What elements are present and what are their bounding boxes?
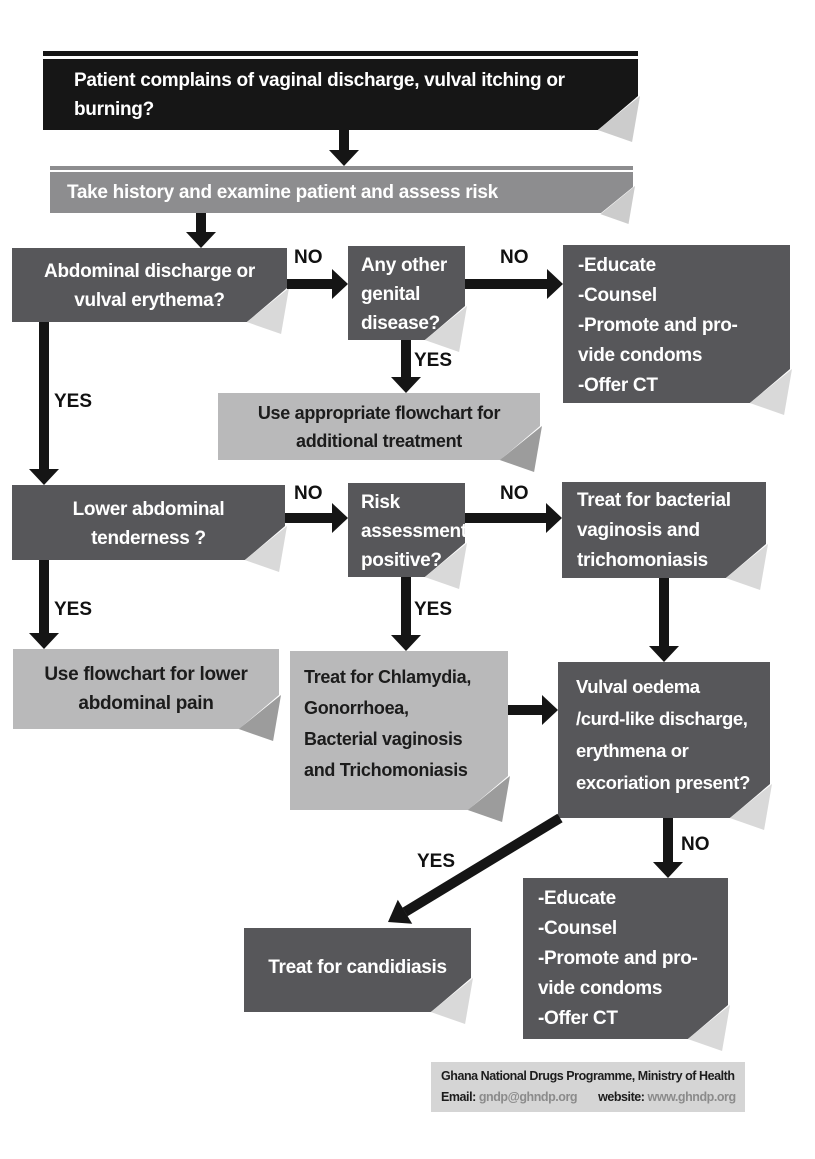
action-use-lower-abdominal-flowchart: Use flowchart for lower abdominal pain bbox=[13, 649, 281, 741]
text-line: Take history and examine patient and ass… bbox=[67, 182, 498, 203]
branch-label-no: NO bbox=[294, 483, 323, 504]
text-line: /curd-like discharge, bbox=[576, 708, 748, 729]
branch-label-no: NO bbox=[500, 483, 529, 504]
text-line: Treat for Chlamydia, bbox=[304, 667, 472, 687]
action-educate-counsel-bottom: -Educate -Counsel -Promote and pro- vide… bbox=[523, 878, 730, 1051]
arrow-vulval-yes-diagonal bbox=[388, 813, 563, 924]
text-line: -Offer CT bbox=[538, 1008, 618, 1029]
action-treat-candidiasis: Treat for candidiasis bbox=[244, 928, 473, 1024]
branch-label-no: NO bbox=[500, 247, 529, 268]
text-line: vide condoms bbox=[578, 345, 703, 366]
text-line: -Counsel bbox=[578, 285, 657, 306]
text-line: additional treatment bbox=[295, 431, 463, 451]
text-line: Treat for candidiasis bbox=[268, 957, 447, 978]
decision-other-genital-disease: Any other genital disease? bbox=[348, 246, 467, 352]
text-line: Bacterial vaginosis bbox=[304, 729, 463, 749]
branch-label-yes: YES bbox=[414, 350, 453, 371]
branch-label-yes: YES bbox=[54, 599, 93, 620]
text-line: Vulval oedema bbox=[576, 676, 700, 697]
decision-lower-abdominal-tenderness: Lower abdominal tenderness ? bbox=[12, 485, 287, 572]
footer-website-label: website: bbox=[598, 1090, 645, 1104]
node-take-history: Take history and examine patient and ass… bbox=[50, 166, 635, 224]
action-treat-bacterial-vaginosis: Treat for bacterial vaginosis and tricho… bbox=[562, 482, 768, 590]
footer-website: www.ghndp.org bbox=[647, 1090, 737, 1104]
text-line: Lower abdominal bbox=[72, 499, 225, 520]
action-educate-counsel-top: -Educate -Counsel -Promote and pro- vide… bbox=[563, 245, 792, 415]
text-line: assessment bbox=[361, 521, 467, 542]
arrow-abdominal-yes bbox=[29, 322, 59, 485]
text-line: -Counsel bbox=[538, 918, 617, 939]
text-line: vaginosis and bbox=[577, 520, 700, 541]
branch-label-yes: YES bbox=[417, 851, 456, 872]
accent-stripe bbox=[50, 166, 633, 170]
branch-label-yes: YES bbox=[54, 391, 93, 412]
arrow-bacterial-down bbox=[649, 578, 679, 662]
arrow-history-to-abdominal bbox=[186, 213, 216, 248]
decision-abdominal-discharge: Abdominal discharge or vulval erythema? bbox=[12, 248, 289, 334]
arrow-abdominal-no bbox=[287, 269, 348, 299]
arrow-genital-no bbox=[465, 269, 563, 299]
arrow-genital-yes bbox=[391, 340, 421, 393]
text-line: Use appropriate flowchart for bbox=[257, 403, 501, 423]
arrow-start-to-history bbox=[329, 130, 359, 166]
text-line: -Educate bbox=[578, 255, 656, 276]
arrow-risk-yes bbox=[391, 577, 421, 651]
text-line: genital bbox=[361, 284, 421, 305]
text-line: tenderness ? bbox=[91, 528, 206, 549]
text-line: Abdominal discharge or bbox=[44, 261, 255, 282]
text-line: and Trichomoniasis bbox=[304, 760, 468, 780]
text-line: abdominal pain bbox=[78, 693, 214, 714]
footer-org: Ghana National Drugs Programme, Ministry… bbox=[441, 1069, 735, 1083]
action-use-appropriate-flowchart: Use appropriate flowchart for additional… bbox=[218, 393, 542, 472]
arrow-tenderness-no bbox=[285, 503, 348, 533]
decision-vulval-oedema: Vulval oedema /curd-like discharge, eryt… bbox=[558, 662, 772, 830]
branch-label-no: NO bbox=[294, 247, 323, 268]
text-line: Gonorrhoea, bbox=[304, 698, 409, 718]
text-line: Risk bbox=[361, 492, 400, 513]
branch-label-yes: YES bbox=[414, 599, 453, 620]
footer-email: gndp@ghndp.org bbox=[478, 1090, 578, 1104]
text-line: Patient complains of vaginal discharge, … bbox=[74, 70, 565, 91]
text-line: vide condoms bbox=[538, 978, 663, 999]
footer-email-label: Email: bbox=[441, 1090, 476, 1104]
branch-label-no: NO bbox=[681, 834, 710, 855]
text-line: Use flowchart for lower bbox=[44, 664, 248, 685]
text-line: -Promote and pro- bbox=[538, 948, 698, 969]
text-line: vulval erythema? bbox=[74, 290, 225, 311]
text-line: positive? bbox=[361, 550, 442, 571]
arrow-vulval-no bbox=[653, 818, 683, 878]
text-line: erythmena or bbox=[576, 740, 689, 761]
text-line: burning? bbox=[74, 99, 154, 120]
decision-risk-assessment: Risk assessment positive? bbox=[348, 483, 467, 589]
text-line: -Promote and pro- bbox=[578, 315, 738, 336]
accent-stripe bbox=[43, 51, 638, 56]
text-line: disease? bbox=[361, 313, 440, 334]
text-line: -Educate bbox=[538, 888, 616, 909]
node-patient-complaint: Patient complains of vaginal discharge, … bbox=[43, 51, 640, 142]
text-line: excoriation present? bbox=[576, 772, 750, 793]
text-line: Treat for bacterial bbox=[577, 490, 731, 511]
text-line: Any other bbox=[361, 255, 447, 276]
text-line: -Offer CT bbox=[578, 375, 658, 396]
text-line: trichomoniasis bbox=[577, 550, 708, 571]
arrow-tenderness-yes bbox=[29, 560, 59, 649]
footer-credit: Ghana National Drugs Programme, Ministry… bbox=[431, 1062, 745, 1112]
arrow-chlamydia-to-vulval bbox=[508, 695, 558, 725]
arrow-risk-no bbox=[465, 503, 562, 533]
action-treat-chlamydia-gonorrhoea: Treat for Chlamydia, Gonorrhoea, Bacteri… bbox=[290, 651, 510, 822]
